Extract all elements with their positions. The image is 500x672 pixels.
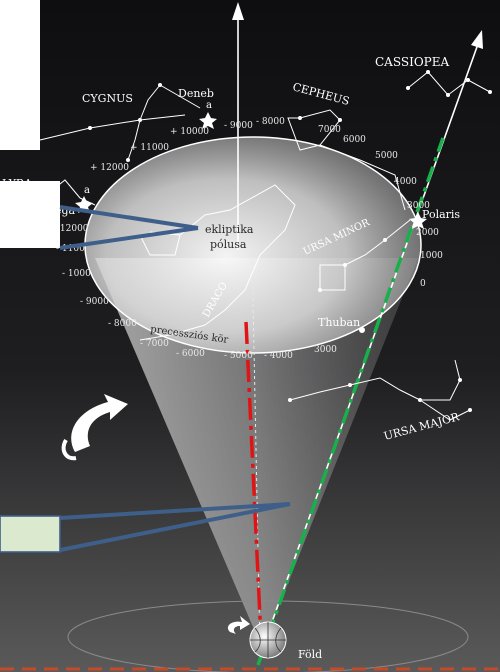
- tick-7000: 7000: [318, 125, 341, 135]
- earth-axis-green-line: [256, 137, 445, 666]
- tick-8000-top: - 8000: [256, 117, 285, 127]
- star: [88, 126, 92, 130]
- tick-4000-r: 4000: [394, 177, 417, 187]
- tick-minus-8000: - 8000: [108, 319, 137, 329]
- rotation-arrow-tail: [61, 438, 77, 461]
- ursa-minor-lines: [319, 219, 411, 291]
- ecliptic-axis-red-line: [244, 321, 264, 661]
- ecliptic-axis-arrowhead: [232, 2, 244, 20]
- stars: [88, 70, 492, 412]
- callout-box-top: [0, 181, 60, 248]
- tick-12000: + 12000: [90, 163, 129, 173]
- star: [468, 408, 472, 412]
- cassiopea-label: CASSIOPEA: [375, 55, 449, 69]
- tick-minus-12000: - 12000: [54, 224, 89, 234]
- deneb-marker: a: [206, 100, 212, 111]
- tick-minus-7000: - 7000: [140, 339, 169, 349]
- callout-line-bottom-2: [59, 502, 291, 552]
- star: [458, 378, 462, 382]
- tick-3000: 3000: [407, 201, 430, 211]
- rotation-arrow: [71, 394, 128, 452]
- earth-orbit-ellipse: [67, 600, 469, 672]
- tick-11000: + 11000: [130, 143, 169, 153]
- star: [418, 398, 422, 402]
- tick-3000-bottom: 3000: [314, 345, 337, 355]
- star: [343, 263, 347, 267]
- earth-axis-arrowhead: [471, 30, 483, 49]
- star: [446, 93, 450, 97]
- star: [488, 90, 492, 94]
- deneb-label: Deneb: [178, 87, 214, 100]
- ecliptic-pole-label-line1: ekliptika: [205, 223, 254, 236]
- tick-1000: 1000: [420, 251, 443, 261]
- polaris-label: Polaris: [422, 208, 460, 221]
- callout-box-bottom: [0, 515, 61, 553]
- star: [348, 383, 352, 387]
- star: [298, 116, 302, 120]
- earth-label: Föld: [298, 648, 322, 661]
- left-margin: [0, 0, 40, 150]
- tick-9000-top: - 9000: [224, 121, 253, 131]
- star: [158, 83, 162, 87]
- star: [318, 288, 322, 292]
- tick-2000: 2000: [416, 228, 439, 238]
- star: [288, 398, 292, 402]
- star: [138, 118, 142, 122]
- tick-10000: + 10000: [170, 127, 209, 137]
- year-ticks: - 9000 - 8000 + 10000 + 11000 + 12000 70…: [54, 117, 443, 361]
- callout-line-top: [59, 205, 199, 230]
- tick-minus-5000: - 5000: [224, 351, 253, 361]
- earth-grid: [250, 622, 286, 658]
- callout-line-middle: [59, 226, 199, 250]
- ursa-major-lines: [289, 359, 471, 421]
- callout-lines: [59, 205, 291, 552]
- thuban-star: [359, 327, 365, 333]
- tick-minus-9000: - 9000: [80, 297, 109, 307]
- tick-minus-11000: - 1100: [56, 244, 85, 254]
- star: [126, 158, 130, 162]
- cygnus-label: CYGNUS: [82, 92, 133, 105]
- tick-0: 0: [420, 279, 426, 289]
- star: [338, 118, 342, 122]
- callout-line-bottom-1: [59, 502, 291, 520]
- tick-minus-6000: - 6000: [176, 349, 205, 359]
- star: [466, 78, 470, 82]
- deneb-star: [199, 112, 217, 129]
- vega-marker: a: [84, 185, 90, 196]
- polaris-star: [409, 212, 427, 229]
- precession-cone: [95, 258, 418, 648]
- star: [383, 238, 387, 242]
- thuban-label: Thuban: [318, 316, 360, 329]
- tick-minus-10000: - 1000: [62, 269, 91, 279]
- cygnus-lines: [39, 84, 201, 161]
- tick-6000: 6000: [343, 135, 366, 145]
- tick-5000: 5000: [375, 151, 398, 161]
- star: [426, 70, 430, 74]
- star: [406, 86, 410, 90]
- tick-minus-4000: - 4000: [264, 351, 293, 361]
- earth-spin-arrow: [227, 616, 250, 634]
- ecliptic-pole-label-line2: pólusa: [210, 238, 247, 251]
